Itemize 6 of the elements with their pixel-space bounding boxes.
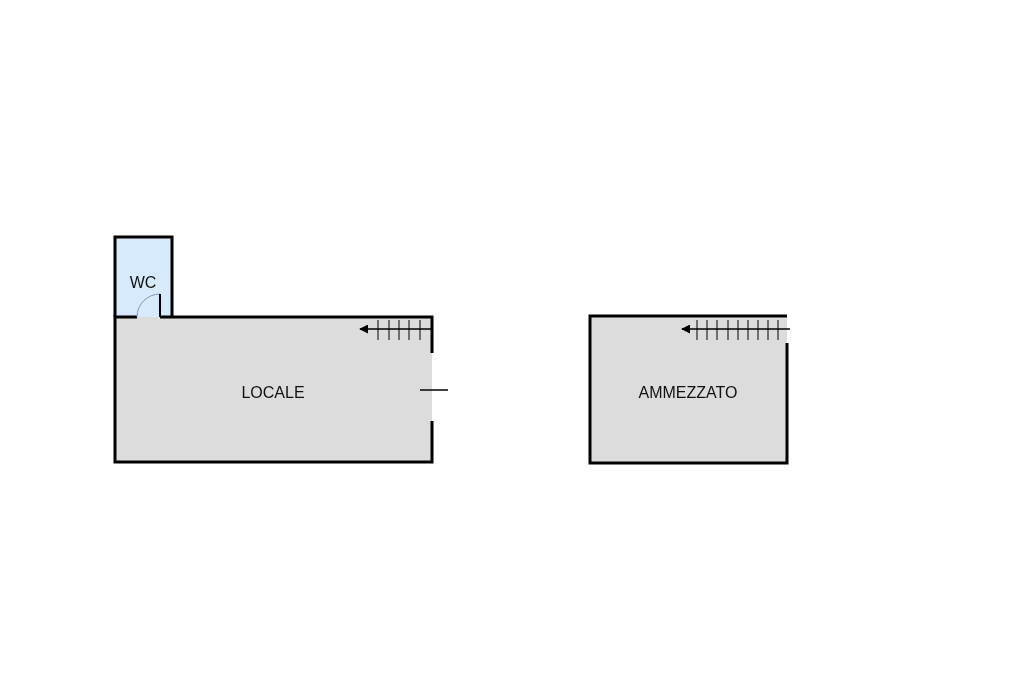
- room-label: AMMEZZATO: [638, 384, 738, 402]
- room: [590, 316, 787, 463]
- room: [115, 317, 432, 462]
- room-label: WC: [129, 274, 157, 292]
- room-label: LOCALE: [241, 384, 305, 402]
- room: [115, 237, 172, 317]
